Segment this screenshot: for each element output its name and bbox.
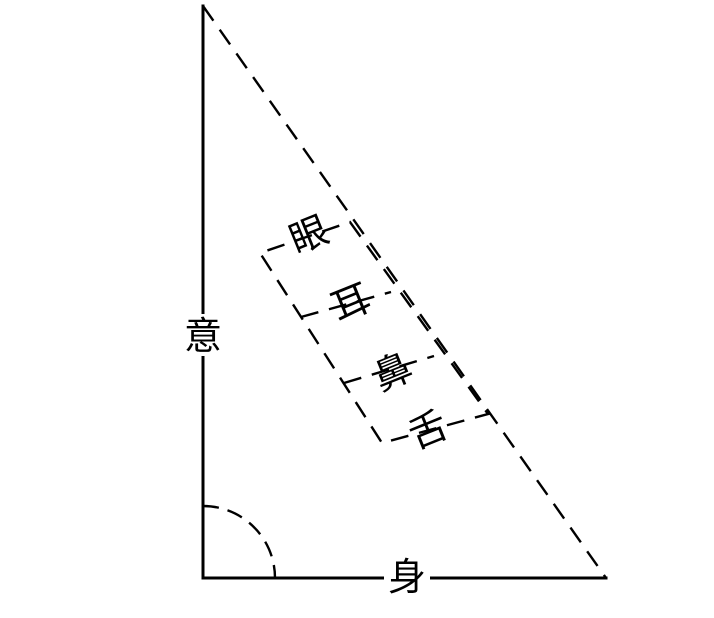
label-bg-vertical xyxy=(184,314,222,356)
label-mind: 意 xyxy=(184,314,222,358)
label-eye: 眼 xyxy=(283,207,335,262)
right-angle-arc xyxy=(202,504,277,579)
inner-dashed-rectangle xyxy=(258,220,490,445)
label-bg-horizontal xyxy=(384,558,430,598)
label-ear: 耳 xyxy=(325,275,377,330)
label-nose: 鼻 xyxy=(367,344,419,399)
inner-label-group: 眼 耳 鼻 舌 xyxy=(283,207,454,457)
hypotenuse xyxy=(202,5,607,579)
inner-divider-1 xyxy=(300,290,392,319)
label-tongue: 舌 xyxy=(402,402,454,457)
label-body: 身 xyxy=(388,555,426,599)
inner-divider-2 xyxy=(343,354,435,385)
